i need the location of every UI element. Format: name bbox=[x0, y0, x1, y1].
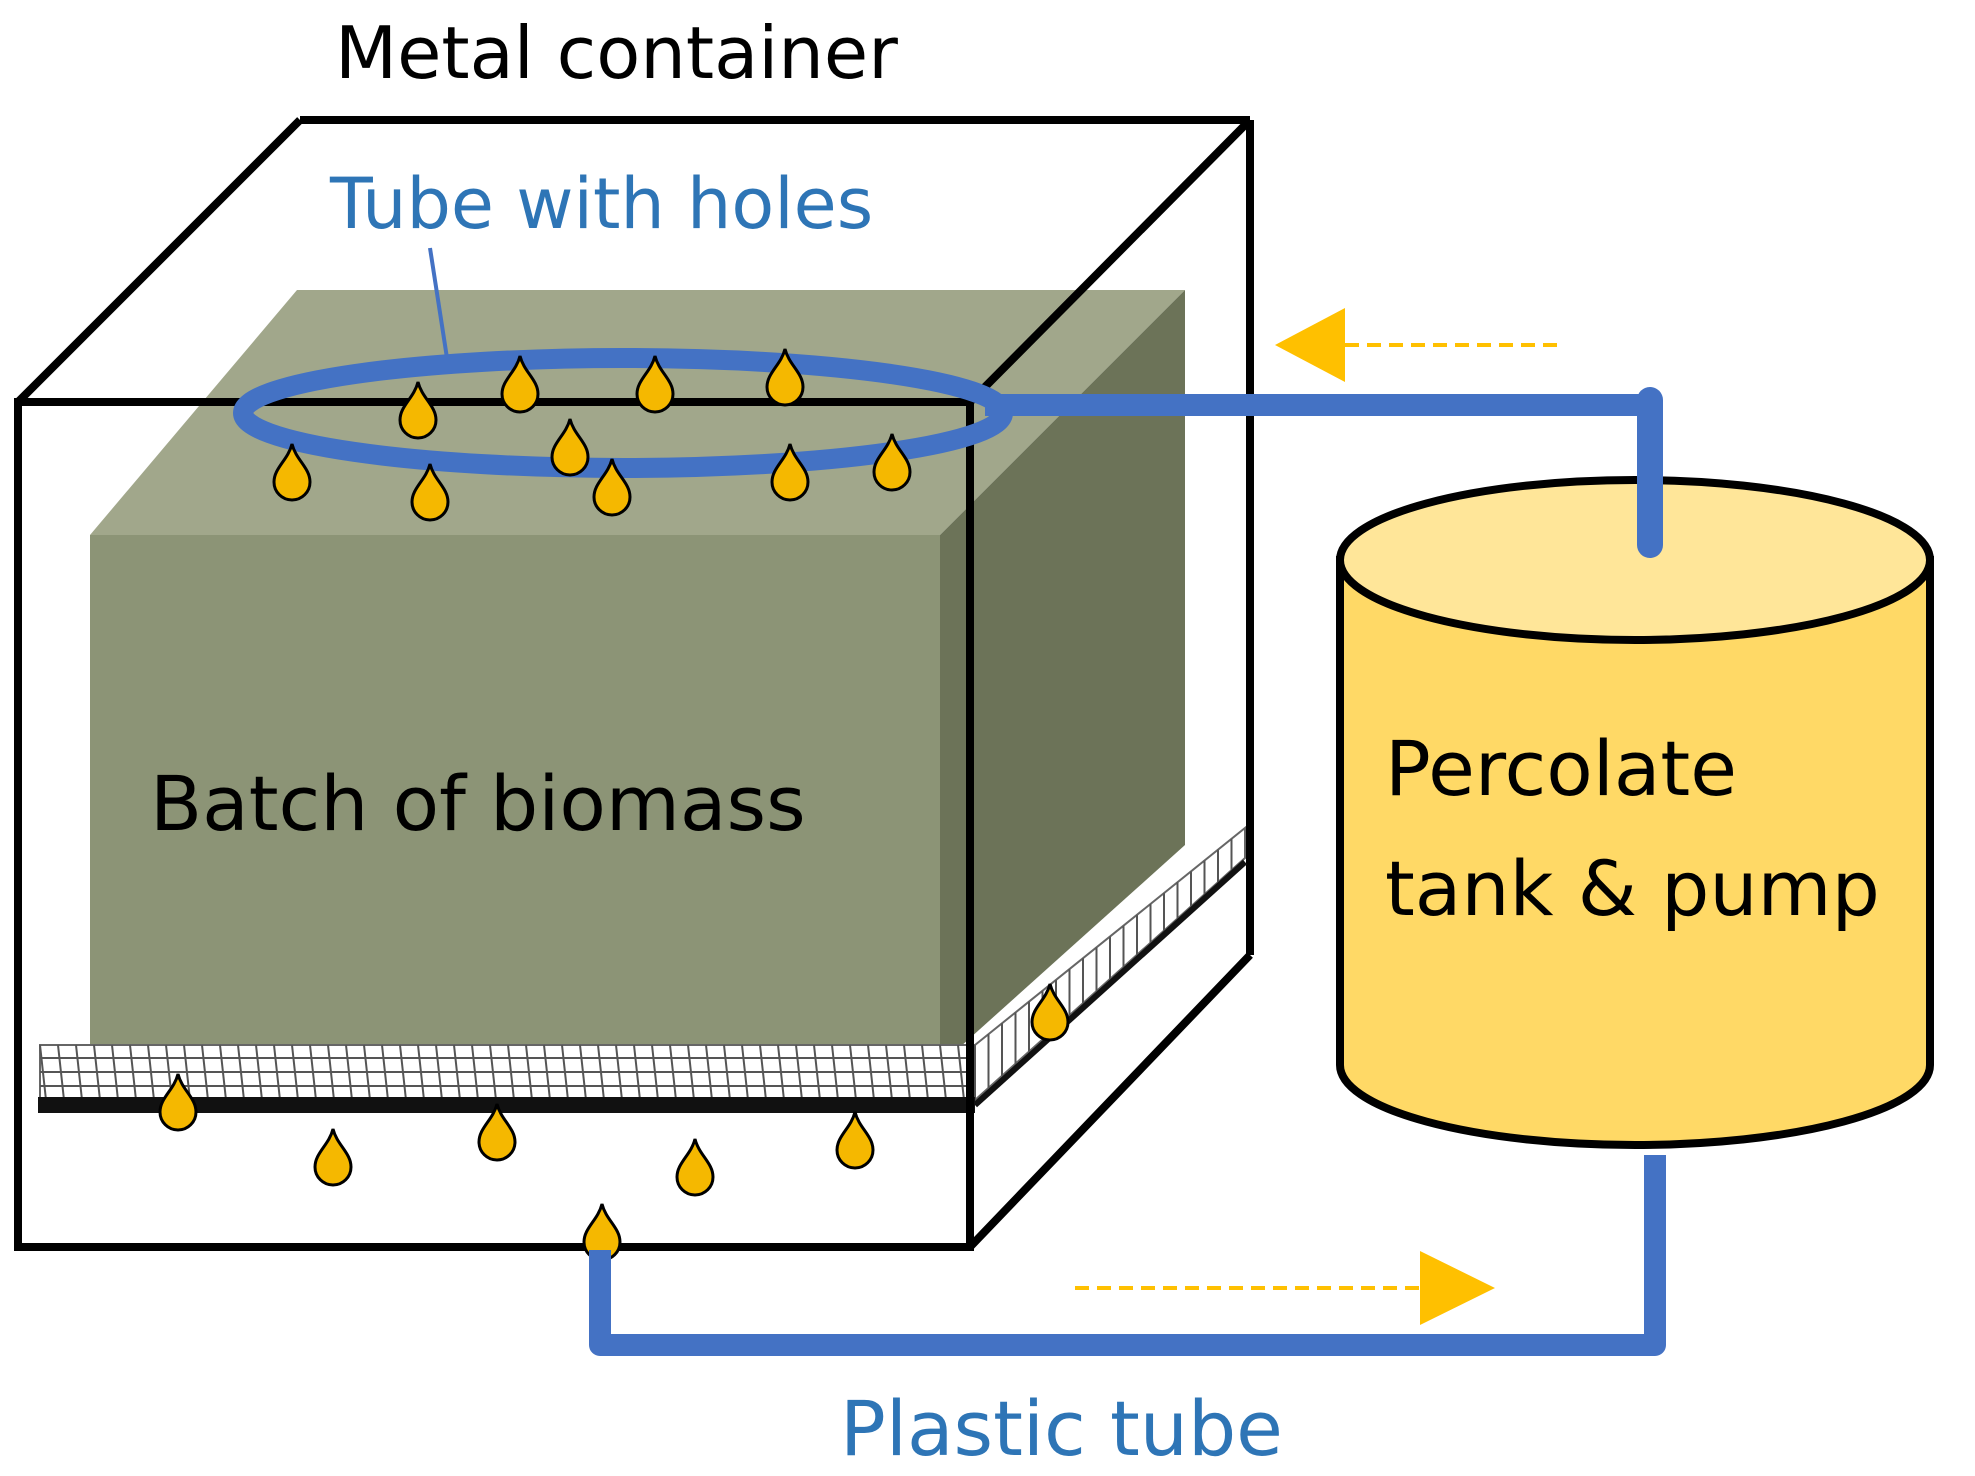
container-bottom-right-edge bbox=[967, 952, 1253, 1250]
droplet-icon bbox=[1030, 983, 1070, 1042]
droplet-icon bbox=[477, 1103, 517, 1162]
biomass-block bbox=[90, 290, 1185, 1065]
mesh-base-side bbox=[972, 859, 1248, 1108]
droplet-icon bbox=[272, 443, 312, 502]
droplet-icon bbox=[765, 348, 805, 407]
biomass-side-face bbox=[940, 290, 1185, 1065]
droplet-icon bbox=[592, 458, 632, 517]
tank-body bbox=[1336, 556, 1934, 1149]
flow-arrow-bottom bbox=[1075, 1251, 1495, 1325]
droplet-icon bbox=[158, 1073, 198, 1132]
percolate-tank bbox=[1336, 476, 1934, 1149]
metal-container bbox=[14, 117, 1253, 1251]
biomass-front-face bbox=[90, 535, 940, 1065]
droplet-icon bbox=[770, 443, 810, 502]
metal-container-label: Metal container bbox=[335, 11, 898, 95]
container-top-left-edge bbox=[15, 117, 303, 405]
droplet-icon bbox=[872, 433, 912, 492]
container-back-edges bbox=[300, 116, 1254, 955]
flow-arrow-top bbox=[1275, 308, 1560, 382]
mesh-front-lines bbox=[39, 1044, 975, 1101]
container-front-face bbox=[14, 398, 974, 1251]
arrow-head-left bbox=[1275, 308, 1345, 382]
droplets bbox=[158, 348, 1070, 1262]
percolate-label-line2: tank & pump bbox=[1385, 844, 1880, 933]
container-top-right-edge bbox=[967, 117, 1253, 405]
tube-with-holes-label: Tube with holes bbox=[329, 163, 873, 245]
tube-label-pointer bbox=[428, 247, 449, 359]
droplet-icon bbox=[410, 463, 450, 522]
plastic-tube bbox=[589, 1155, 1666, 1356]
batch-of-biomass-label: Batch of biomass bbox=[150, 759, 806, 848]
plastic-tube-label: Plastic tube bbox=[840, 1384, 1283, 1473]
droplet-icon bbox=[835, 1111, 875, 1170]
droplet-icon bbox=[675, 1138, 715, 1197]
percolate-label-line1: Percolate bbox=[1385, 724, 1737, 813]
droplet-icon bbox=[550, 418, 590, 477]
droplet-icon bbox=[313, 1128, 353, 1187]
plastic-tube-path bbox=[589, 1155, 1666, 1356]
tank-top bbox=[1336, 476, 1934, 644]
droplet-icon bbox=[398, 381, 438, 440]
arrow-head-right bbox=[1420, 1251, 1495, 1325]
droplet-icon bbox=[635, 355, 675, 414]
droplet-icon bbox=[500, 355, 540, 414]
